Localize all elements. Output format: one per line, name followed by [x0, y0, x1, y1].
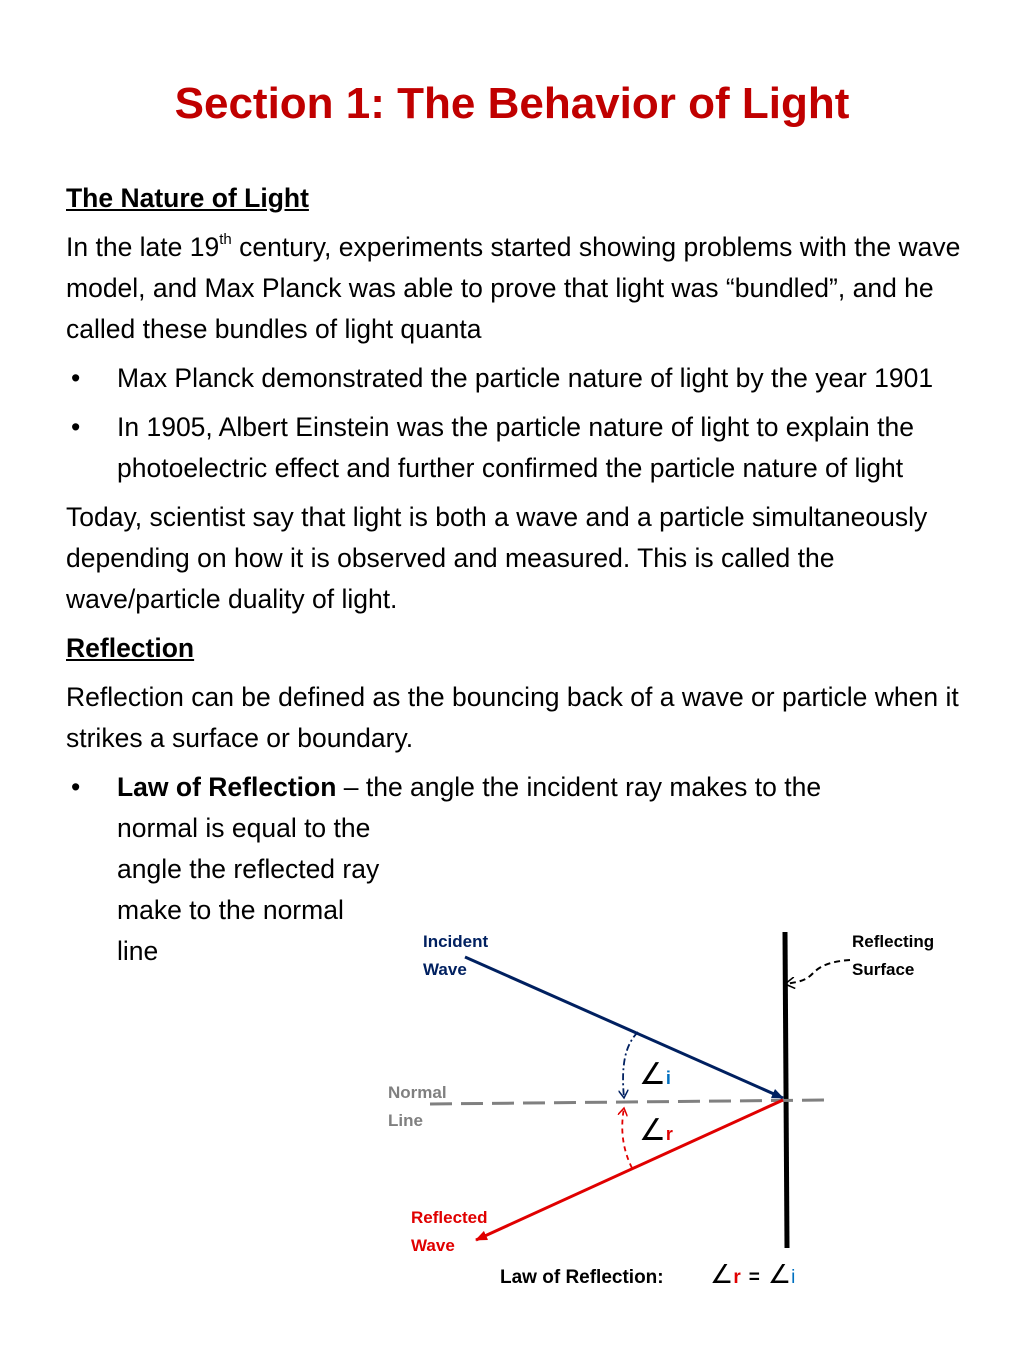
slide-body: The Nature of Light In the late 19th cen… — [66, 178, 966, 980]
angle-i-label: ∠i — [639, 1058, 671, 1091]
normal-line — [429, 1098, 827, 1106]
law-text-first: – the angle the incident ray makes to th… — [336, 772, 822, 802]
reflecting-surface-line — [782, 931, 790, 1249]
reflection-diagram: Incident Wave Reflecting Surface Normal … — [388, 931, 939, 1289]
law-text-rest: normal is equal to the angle the reflect… — [117, 813, 380, 966]
slide-title: Section 1: The Behavior of Light — [174, 79, 850, 128]
nature-heading: The Nature of Light — [66, 178, 966, 219]
nature-intro: In the late 19th century, experiments st… — [66, 227, 966, 350]
incident-wave-label: Incident Wave — [423, 932, 493, 979]
intro-text-pre: In the late 19 — [66, 232, 220, 262]
nature-bullet-list: Max Planck demonstrated the particle nat… — [66, 358, 966, 489]
duality-paragraph: Today, scientist say that light is both … — [66, 502, 928, 614]
bullet-item-law: Law of Reflection – the angle the incide… — [66, 767, 966, 972]
reflection-heading: Reflection — [66, 628, 966, 669]
angle-r-label: ∠r — [639, 1114, 673, 1147]
law-line-first: Law of Reflection – the angle the incide… — [117, 767, 966, 808]
normal-line-label: Normal Line — [388, 1083, 451, 1130]
reflection-heading-text: Reflection — [66, 633, 195, 663]
law-of-reflection-caption: Law of Reflection: — [500, 1267, 664, 1288]
reflection-bullet-list: Law of Reflection – the angle the incide… — [66, 767, 966, 972]
law-equation: ∠r=∠i — [710, 1259, 795, 1289]
reflection-definition: Reflection can be defined as the bouncin… — [66, 682, 959, 753]
reflected-ray — [475, 1098, 784, 1242]
law-label: Law of Reflection — [117, 772, 337, 802]
bullet-item: In 1905, Albert Einstein was the particl… — [66, 407, 966, 489]
incident-ray — [464, 955, 784, 1100]
intro-text-post: century, experiments started showing pro… — [66, 232, 961, 344]
angle-r-arc — [622, 1108, 633, 1169]
reflecting-surface-label: Reflecting Surface — [852, 932, 939, 979]
reflected-wave-label: Reflected Wave — [411, 1208, 492, 1255]
bullet-item: Max Planck demonstrated the particle nat… — [66, 358, 966, 399]
surface-label-pointer — [785, 959, 851, 984]
intro-superscript: th — [219, 231, 232, 248]
angle-i-arc — [623, 1031, 639, 1098]
nature-heading-text: The Nature of Light — [66, 183, 309, 213]
